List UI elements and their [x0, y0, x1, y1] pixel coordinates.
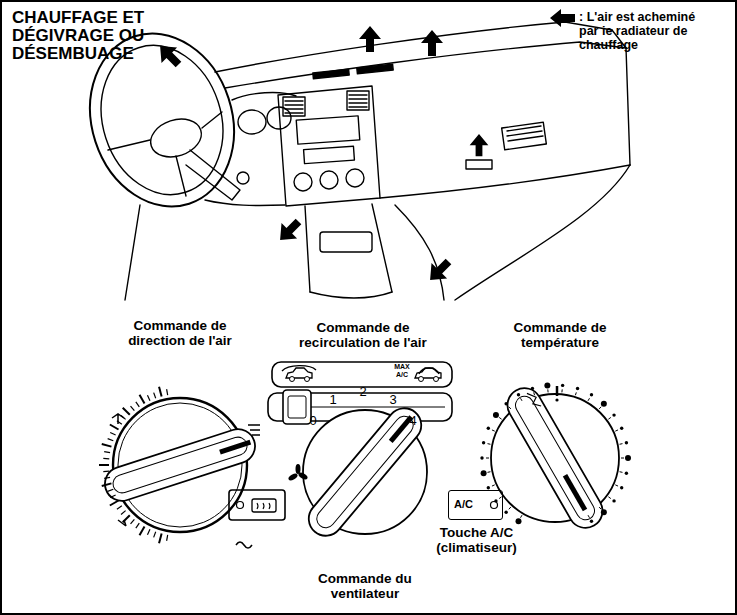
air-flow-arrows — [152, 26, 488, 288]
fan-speed-number: 0 — [306, 414, 320, 429]
fan-speed-number: 3 — [386, 393, 400, 408]
fan-speed-dial — [287, 401, 428, 542]
fan-speed-number: 4 — [406, 414, 420, 429]
diagram-title: CHAUFFAGE ET DÉGIVRAGE OU DÉSEMBUAGE — [12, 9, 177, 63]
fan-speed-number: 2 — [356, 385, 370, 400]
control-label: Touche A/C (climatiseur) — [424, 525, 529, 555]
temperature-dial — [491, 382, 619, 534]
rear-defroster-button — [229, 490, 285, 520]
legend-entry: : L'air est acheminé par ie radiateur de… — [548, 8, 723, 72]
control-label: Commande de direction de l'air — [105, 318, 255, 348]
control-label: Commande du ventilateur — [300, 571, 430, 601]
ac-button: A/CTouche A/C (climatiseur) — [448, 490, 503, 520]
button-text: A/C — [454, 498, 486, 510]
control-label: Commande de recirculation de l'air — [277, 320, 449, 350]
air-direction-dial — [101, 398, 260, 548]
dashboard-illustration — [68, 15, 630, 300]
max-ac-mark: MAX A/C — [390, 363, 414, 379]
control-label: Commande de température — [498, 320, 622, 350]
ac-indicator-lamp — [491, 502, 498, 509]
legend-text: : L'air est acheminé par ie radiateur de… — [579, 10, 707, 52]
fan-speed-number: 1 — [326, 393, 340, 408]
legend-arrow — [548, 8, 576, 28]
dial-ticks — [99, 382, 631, 543]
